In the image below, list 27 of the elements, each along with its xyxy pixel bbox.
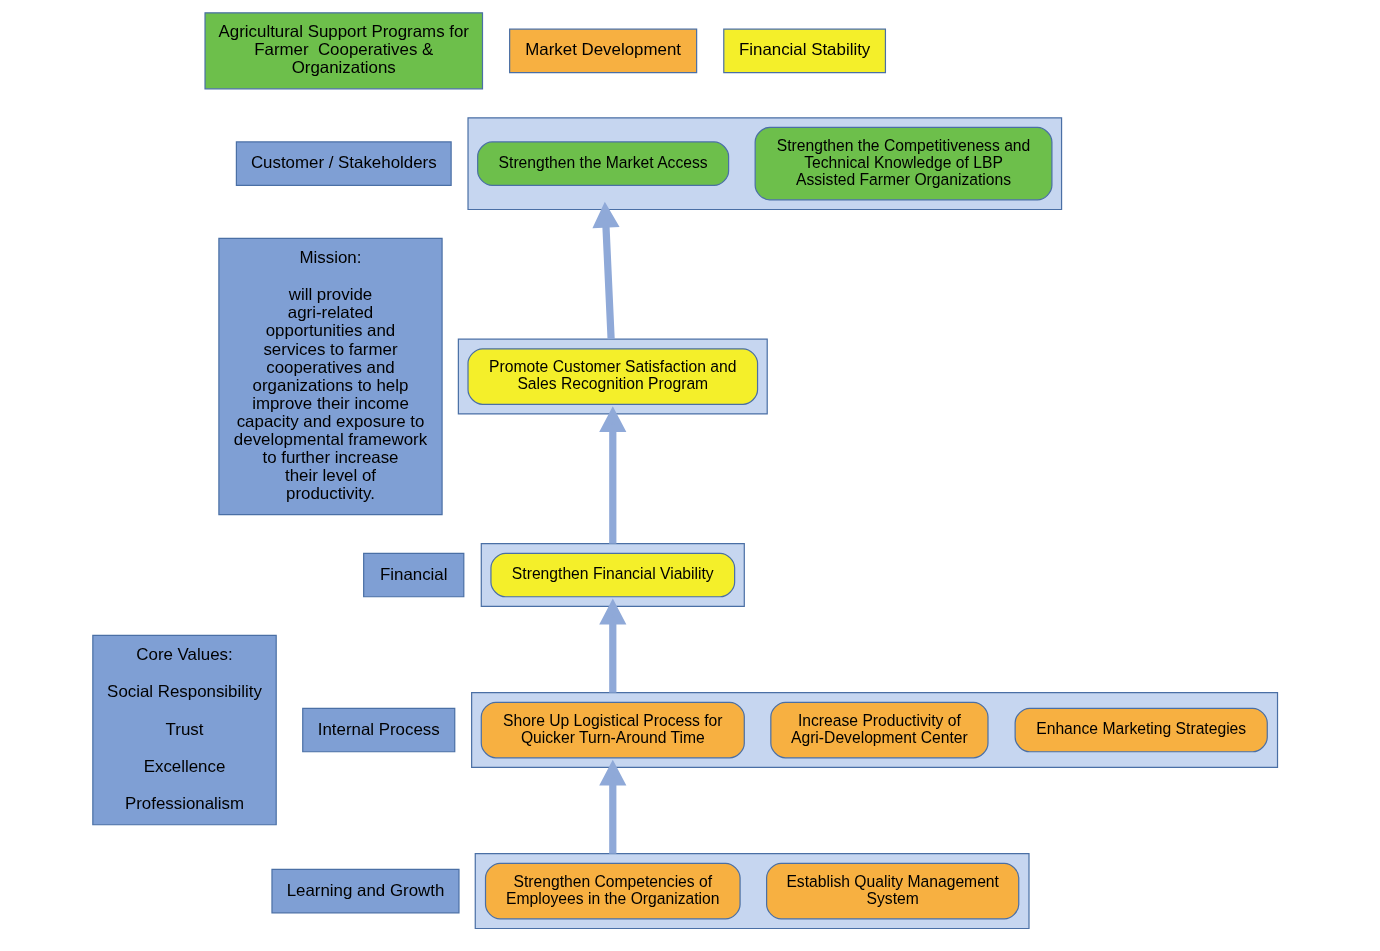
node-box: Strengthen the Competitiveness and Technical Knowledge of LBP Assisted Farmer Organizations — [754, 126, 1053, 201]
node-box: Learning and Growth — [271, 868, 460, 914]
node-box: Strengthen Financial Viability — [490, 552, 736, 598]
arrow — [599, 406, 627, 544]
node-box: Financial — [363, 552, 465, 598]
node-box: Customer / Stakeholders — [235, 141, 452, 186]
node-box: Market Development — [509, 28, 698, 74]
cluster — [471, 692, 1279, 769]
node-box: Enhance Marketing Strategies — [1014, 707, 1268, 753]
cluster — [474, 853, 1030, 930]
node-box: Core Values: Social Responsibility Trust Excellence Professionalism — [92, 634, 277, 826]
node-box: Internal Process — [302, 707, 456, 753]
cluster — [457, 338, 768, 415]
node-box: Strengthen Competencies of Employees in the Organization — [484, 862, 741, 920]
node-box: Financial Stability — [723, 28, 887, 74]
arrow — [592, 201, 620, 340]
node-box: Shore Up Logistical Process for Quicker Turn-Around Time — [480, 701, 745, 759]
node-box: Mission: will provide agri-related opportunities and services to farmer cooperatives and organizations to help improve their income capacity and exposure to developmental framework to further increase their level of productivity. — [218, 237, 443, 516]
arrow — [599, 598, 627, 693]
node-box: Agricultural Support Programs for Farmer Cooperatives & Organizations — [204, 12, 484, 90]
node-box: Increase Productivity of Agri-Development Center — [770, 701, 989, 759]
cluster — [480, 543, 745, 607]
node-box: Strengthen the Market Access — [477, 141, 730, 186]
arrow — [599, 759, 627, 854]
node-box: Promote Customer Satisfaction and Sales Recognition Program — [467, 348, 759, 405]
cluster — [467, 117, 1063, 211]
node-box: Establish Quality Management System — [766, 862, 1020, 920]
